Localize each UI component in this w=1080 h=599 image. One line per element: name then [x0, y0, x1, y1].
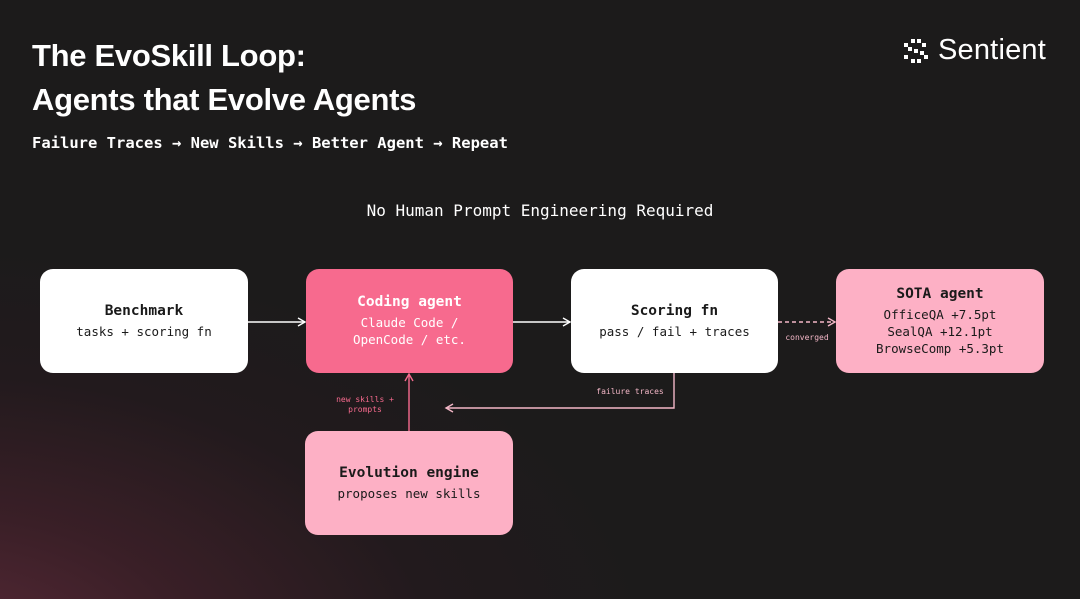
failure-traces-label: failure traces: [596, 387, 664, 396]
scoring-fn-name: Scoring fn: [630, 302, 719, 319]
sentient-logo-icon: [903, 38, 928, 63]
sota-agent-name: SOTA agent: [896, 285, 984, 302]
new-skills-label: new skills + prompts: [336, 395, 394, 414]
evolution-engine-desc: proposes new skills: [337, 485, 481, 501]
tagline: No Human Prompt Engineering Required: [366, 201, 714, 220]
evolution-engine-name: Evolution engine: [339, 464, 479, 481]
sota-agent-node: SOTA agent OfficeQA +7.5pt SealQA +12.1p…: [836, 269, 1044, 373]
subtitle: Failure Traces → New Skills → Better Age…: [32, 134, 508, 152]
evolution-engine-node: Evolution engine proposes new skills: [305, 431, 513, 535]
converged-label: converged: [785, 333, 829, 342]
title-line-2: Agents that Evolve Agents: [32, 82, 417, 117]
page-title: The EvoSkill Loop: Agents that Evolve Ag…: [32, 34, 416, 122]
scoring-fn-desc: pass / fail + traces: [599, 323, 750, 339]
benchmark-node: Benchmark tasks + scoring fn: [40, 269, 248, 373]
sota-agent-desc: OfficeQA +7.5pt SealQA +12.1pt BrowseCom…: [876, 306, 1004, 356]
brand-name: Sentient: [937, 34, 1046, 66]
title-line-1: The EvoSkill Loop:: [32, 38, 306, 73]
benchmark-name: Benchmark: [104, 302, 184, 319]
scoring-fn-node: Scoring fn pass / fail + traces: [571, 269, 778, 373]
coding-agent-desc: Claude Code / OpenCode / etc.: [353, 315, 466, 347]
benchmark-desc: tasks + scoring fn: [76, 323, 212, 339]
brand-logo: Sentient: [903, 34, 1046, 67]
coding-agent-name: Coding agent: [357, 294, 462, 310]
coding-agent-node: Coding agent Claude Code / OpenCode / et…: [306, 269, 513, 373]
